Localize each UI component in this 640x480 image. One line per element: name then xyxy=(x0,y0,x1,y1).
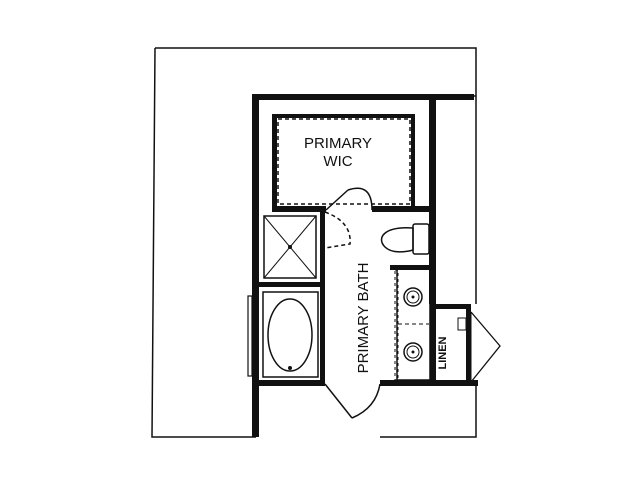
tub-basin xyxy=(267,298,313,372)
linen-shelf xyxy=(457,317,467,331)
window-left xyxy=(247,295,253,377)
bathtub[interactable] xyxy=(262,291,319,378)
bath-entry-door xyxy=(324,383,381,419)
toilet-bowl xyxy=(380,227,414,253)
sink-icon-bottom xyxy=(403,342,423,362)
shower[interactable] xyxy=(263,211,351,279)
toilet-tank xyxy=(412,223,430,255)
linen-closet[interactable] xyxy=(457,311,501,383)
sink-icon-top xyxy=(403,287,423,307)
wic-door xyxy=(325,187,373,211)
linen-door-swing xyxy=(470,311,501,383)
shower-door-swing xyxy=(324,211,351,249)
room-label-linen: LINEN xyxy=(437,336,449,369)
right-outline xyxy=(436,95,477,304)
vanity-backsplash-top xyxy=(390,265,430,270)
walls xyxy=(252,94,478,437)
outer-outline xyxy=(151,47,477,438)
tub-drain-icon xyxy=(288,366,292,370)
vanity-edge-left xyxy=(394,269,399,381)
room-label-wic-line1: PRIMARY xyxy=(304,135,372,152)
tub-deck xyxy=(262,291,319,378)
room-label-bath: PRIMARY BATH xyxy=(355,263,372,374)
shower-drain-icon xyxy=(288,245,292,249)
shower-enclosure xyxy=(263,215,317,279)
room-label-wic-line2: WIC xyxy=(323,153,352,170)
toilet[interactable] xyxy=(380,223,430,255)
wic-shelving xyxy=(277,118,411,205)
vanity[interactable] xyxy=(390,265,431,381)
